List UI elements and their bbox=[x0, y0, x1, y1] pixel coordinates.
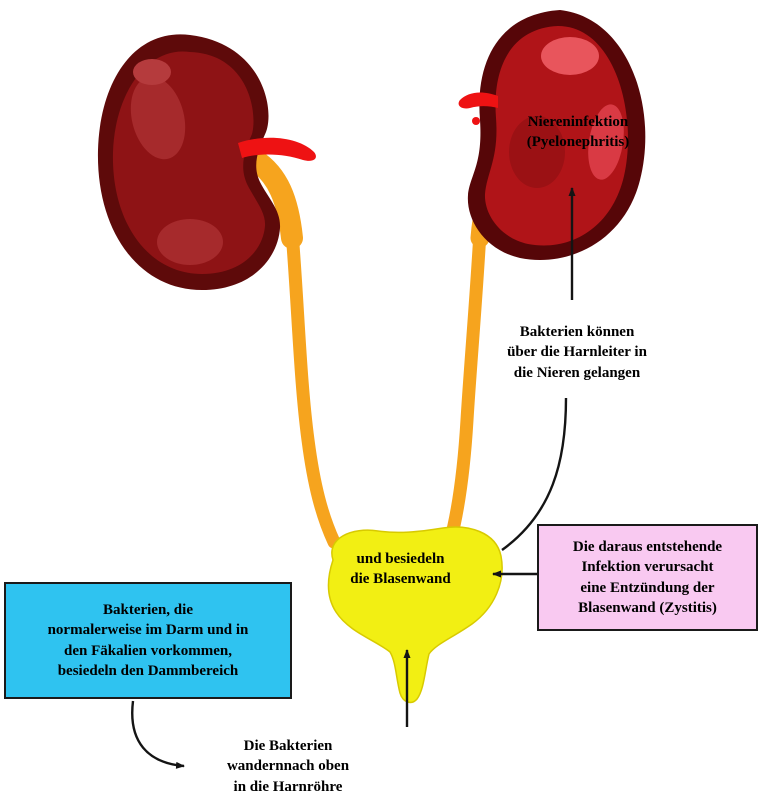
label-bacteria-to-kidneys: Bakterien können über die Harnleiter in … bbox=[507, 324, 647, 381]
bladder bbox=[327, 526, 503, 704]
left-renal-vessel bbox=[238, 137, 316, 161]
curve-text-to-bladder bbox=[501, 397, 568, 551]
left-ureter bbox=[244, 149, 341, 549]
left-kidney bbox=[97, 34, 316, 290]
box-perineum-bacteria: Bakterien, die normalerweise im Darm und… bbox=[4, 582, 292, 699]
box-perineum-text: Bakterien, die normalerweise im Darm und… bbox=[47, 602, 249, 679]
label-bladder-colonization: und besiedeln die Blasenwand bbox=[350, 551, 451, 588]
right-renal-vessel bbox=[458, 92, 498, 109]
right-vessel-dot bbox=[472, 117, 480, 125]
right-kidney bbox=[458, 10, 646, 260]
box-cystitis: Die daraus entstehende Infektion verursa… bbox=[537, 524, 758, 631]
box-cystitis-text: Die daraus entstehende Infektion verursa… bbox=[572, 539, 723, 616]
label-urethra-ascent: Die Bakterien wandernnach oben in die Ha… bbox=[226, 738, 350, 795]
label-kidney-infection: Niereninfektion (Pyelonephritis) bbox=[526, 114, 630, 151]
curve-cyanbox-to-urethra-text bbox=[131, 700, 185, 769]
